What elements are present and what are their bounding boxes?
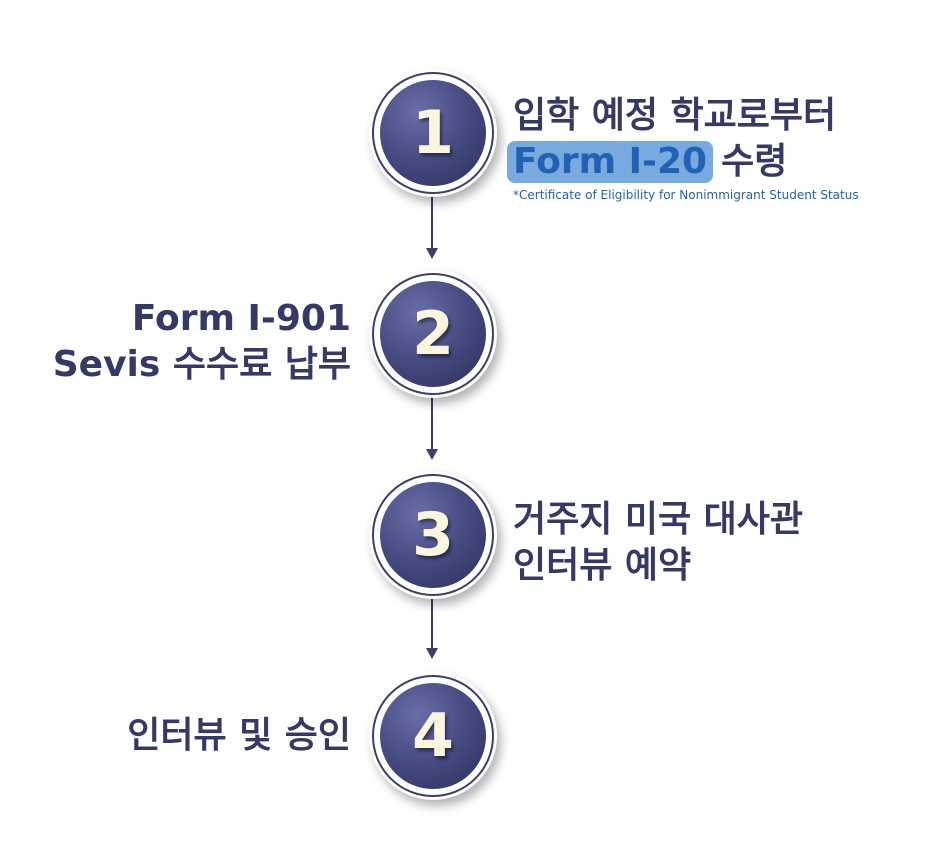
step-1-footnote: *Certificate of Eligibility for Nonimmig…	[513, 188, 859, 202]
step-3-line-2: 인터뷰 예약	[513, 545, 692, 586]
step-1-highlight-suffix: 수령	[721, 141, 788, 182]
step-2-circle: 2	[369, 270, 497, 398]
step-3-label: 거주지 미국 대사관 인터뷰 예약	[513, 497, 803, 589]
step-1-line-1: 입학 예정 학교로부터	[513, 95, 837, 136]
step-3-circle: 3	[369, 471, 497, 599]
connector-2-3	[426, 397, 438, 460]
step-2-line-2: Sevis 수수료 납부	[52, 344, 351, 385]
step-3-disc: 3	[380, 482, 486, 588]
step-4-line-1: 인터뷰 및 승인	[127, 715, 351, 756]
step-4-disc: 4	[380, 683, 486, 789]
step-4-number: 4	[412, 701, 454, 771]
step-1-circle: 1	[369, 69, 497, 197]
step-2-line-1: Form I-901	[131, 298, 351, 339]
step-3-line-1: 거주지 미국 대사관	[513, 499, 804, 540]
step-2-number: 2	[412, 299, 454, 369]
form-i20-highlight: Form I-20	[507, 141, 714, 183]
step-3-number: 3	[412, 500, 454, 570]
step-2-label: Form I-901 Sevis 수수료 납부	[53, 296, 351, 388]
step-4-label: 인터뷰 및 승인	[127, 713, 351, 759]
connector-3-4	[426, 597, 438, 659]
step-4-circle: 4	[369, 672, 497, 800]
step-1-number: 1	[412, 98, 454, 168]
connector-1-2	[426, 196, 438, 259]
step-1-disc: 1	[380, 80, 486, 186]
step-2-disc: 2	[380, 281, 486, 387]
